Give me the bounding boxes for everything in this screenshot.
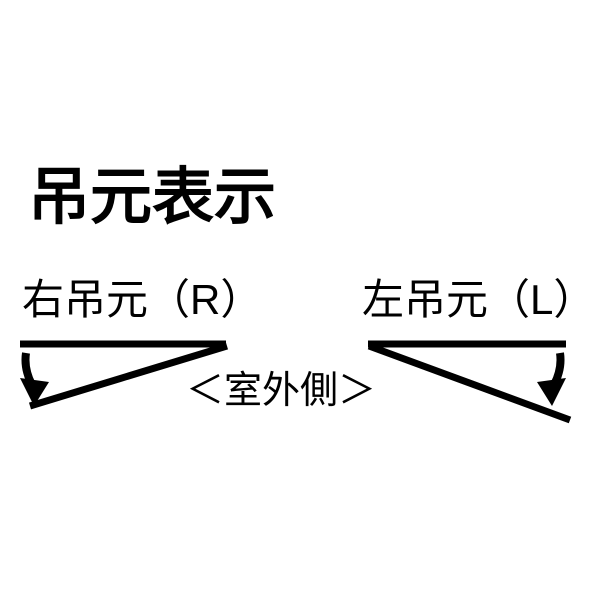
- swing-arrow-right: [546, 352, 565, 394]
- swing-arrow-left: [21, 352, 40, 394]
- door-leaf-line-right: [367, 342, 572, 424]
- swing-arrowhead-right: [537, 378, 566, 406]
- page-title: 吊元表示: [28, 163, 277, 232]
- label-right-hinge: 右吊元（R）: [22, 276, 263, 323]
- left-hinge-diagram: [367, 340, 572, 424]
- swing-arrowhead-left: [20, 378, 49, 406]
- label-outside: ＜室外側＞: [186, 370, 377, 412]
- label-left-hinge: 左吊元（L）: [362, 276, 596, 323]
